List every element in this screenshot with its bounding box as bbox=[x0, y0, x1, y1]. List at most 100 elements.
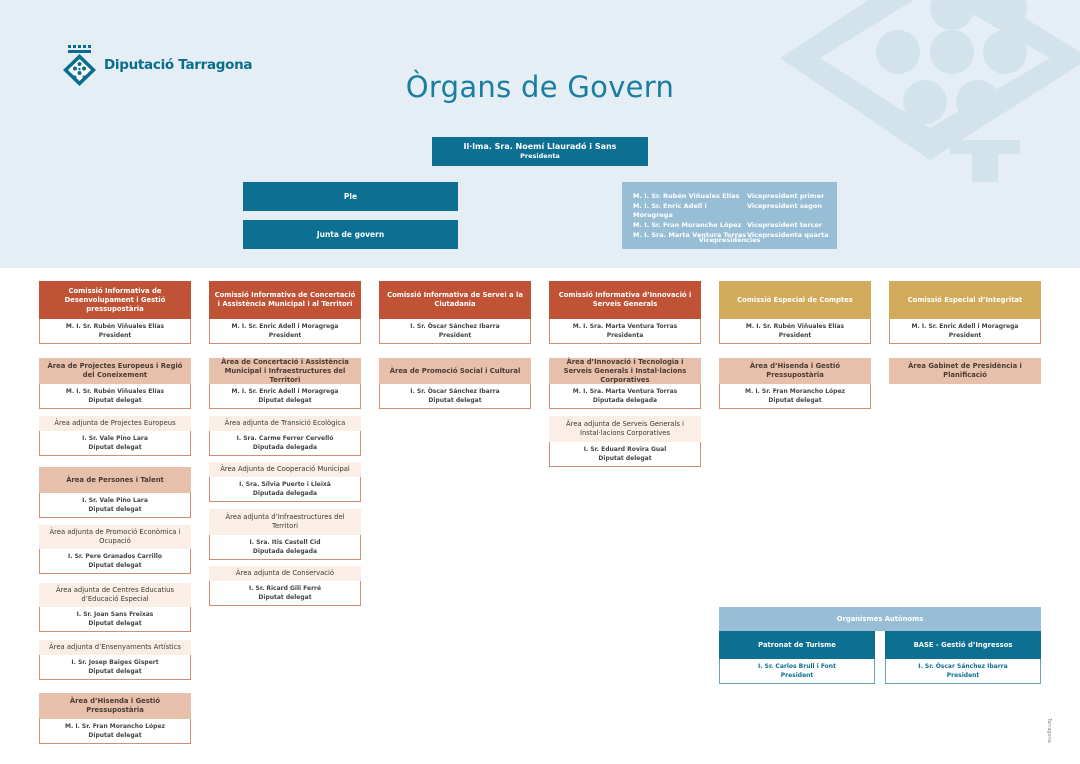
person-role: Diputat delegat bbox=[88, 667, 142, 675]
diputacio-logo-icon bbox=[63, 45, 96, 86]
area-card[interactable]: Àrea adjunta de Promoció Econòmica i Ocu… bbox=[39, 525, 191, 574]
area-title: Àrea de Concertació i Assistència Munici… bbox=[209, 358, 361, 384]
area-title: Àrea d’Hisenda i Gestió Pressupostària bbox=[719, 358, 871, 384]
person-name: M. I. Sr. Enric Adell i Moragrega bbox=[231, 388, 339, 395]
footer-note: Tarragona bbox=[1046, 718, 1052, 743]
person-name: M. I. Sr. Enric Adell i Moragrega bbox=[231, 323, 339, 330]
area-title: Àrea Adjunta de Cooperació Municipal bbox=[209, 462, 361, 477]
area-card[interactable]: Àrea d’Hisenda i Gestió Pressupostària M… bbox=[719, 358, 871, 409]
commission-header[interactable]: Comissió Informativa de Concertació i As… bbox=[209, 281, 361, 319]
area-title: Àrea adjunta d’Infraestructures del Terr… bbox=[209, 509, 361, 535]
commission-header[interactable]: Comissió Especial de Comptes bbox=[719, 281, 871, 319]
vicepresidencies-box[interactable]: M. I. Sr. Rubén Viñuales Elías Vicepresid… bbox=[622, 182, 837, 249]
person-name: M. I. Sr. Rubén Viñuales Elías bbox=[745, 323, 845, 330]
commission-header[interactable]: Comissió Especial d’Integritat bbox=[889, 281, 1041, 319]
area-card[interactable]: Àrea Gabinet de Presidència i Planificac… bbox=[889, 358, 1041, 384]
person-name: I. Sra. Carme Ferrer Cervelló bbox=[236, 435, 334, 442]
person-name: M. I. Sr. Fran Morancho López bbox=[744, 388, 846, 395]
presidency-box[interactable]: Il·lma. Sra. Noemí Llauradó i Sans Presi… bbox=[432, 137, 648, 166]
area-card[interactable]: Àrea de Concertació i Assistència Munici… bbox=[209, 358, 361, 409]
person-role: Diputat delegat bbox=[88, 619, 142, 627]
area-card[interactable]: Àrea d’Hisenda i Gestió Pressupostària M… bbox=[39, 693, 191, 744]
area-card[interactable]: Àrea adjunta de Centres Educatius d’Educ… bbox=[39, 583, 191, 632]
area-card[interactable]: Àrea de Persones i Talent I. Sr. Vale Pi… bbox=[39, 467, 191, 518]
area-title: Àrea d’Innovació i Tecnologia i Serveis … bbox=[549, 358, 701, 384]
area-title: Àrea adjunta de Promoció Econòmica i Ocu… bbox=[39, 525, 191, 549]
person-name: I. Sra. Itis Castell Cid bbox=[249, 539, 321, 546]
brand-logo[interactable]: Diputació Tarragona bbox=[62, 44, 253, 86]
area-card[interactable]: Àrea Adjunta de Cooperació Municipal I. … bbox=[209, 462, 361, 502]
ple-box[interactable]: Ple bbox=[243, 182, 458, 211]
area-card[interactable]: Àrea de Promoció Social i Cultural I. Sr… bbox=[379, 358, 531, 409]
person-name: M. I. Sr. Rubén Viñuales Elías bbox=[65, 388, 165, 395]
person-role: Diputat delegat bbox=[258, 396, 312, 404]
area-card[interactable]: Àrea adjunta de Projectes Europeus I. Sr… bbox=[39, 416, 191, 456]
commission-column-4: Comissió Informativa d’Innovació i Serve… bbox=[549, 281, 701, 344]
person-role: Diputat delegat bbox=[88, 561, 142, 569]
organisme-name: BASE - Gestió d’Ingressos bbox=[885, 631, 1041, 659]
commission-header[interactable]: Comissió Informativa de Desenvolupament … bbox=[39, 281, 191, 319]
vice-name: M. I. Sr. Enric Adell i Moragrega bbox=[633, 201, 707, 220]
organisme-card[interactable]: Patronat de Turisme I. Sr. Carlos Brull … bbox=[719, 631, 875, 684]
person-role: President bbox=[778, 331, 812, 339]
area-title: Àrea adjunta de Centres Educatius d’Educ… bbox=[39, 583, 191, 607]
commission-column-6: Comissió Especial d’Integritat M. I. Sr.… bbox=[889, 281, 1041, 344]
person-role: Diputat delegat bbox=[88, 505, 142, 513]
commission-column-5: Comissió Especial de Comptes M. I. Sr. R… bbox=[719, 281, 871, 344]
area-card[interactable]: Àrea d’Innovació i Tecnologia i Serveis … bbox=[549, 358, 701, 409]
area-title: Àrea de Promoció Social i Cultural bbox=[379, 358, 531, 384]
area-card[interactable]: Àrea adjunta de Serveis Generals i Insta… bbox=[549, 416, 701, 467]
person-name: M. I. Sra. Marta Ventura Torras bbox=[572, 323, 678, 330]
vice-row: M. I. Sr. Rubén Viñuales Elías Vicepresid… bbox=[633, 192, 837, 202]
person-role: Diputat delegat bbox=[88, 396, 142, 404]
area-title: Àrea adjunta de Projectes Europeus bbox=[39, 416, 191, 431]
president-name: Il·lma. Sra. Noemí Llauradó i Sans bbox=[463, 142, 617, 151]
person-name: I. Sr. Òscar Sánchez Ibarra bbox=[410, 388, 500, 395]
person-name: I. Sr. Josep Baiges Gispert bbox=[71, 659, 159, 666]
person-role: President bbox=[946, 671, 980, 679]
person-name: I. Sr. Joan Sans Freixas bbox=[76, 611, 154, 618]
person-role: Diputada delegada bbox=[252, 547, 318, 555]
organisme-card[interactable]: BASE - Gestió d’Ingressos I. Sr. Òscar S… bbox=[885, 631, 1041, 684]
commission-header[interactable]: Comissió Informativa de Servei a la Ciut… bbox=[379, 281, 531, 319]
junta-box[interactable]: Junta de govern bbox=[243, 220, 458, 249]
president-role: Presidenta bbox=[520, 152, 560, 160]
vice-role: Vicepresident primer bbox=[747, 192, 825, 200]
person-name: M. I. Sra. Marta Ventura Torras bbox=[572, 388, 678, 395]
vice-name: M. I. Sra. Marta Ventura Torras bbox=[633, 230, 747, 239]
organisme-name: Patronat de Turisme bbox=[719, 631, 875, 659]
area-title: Àrea d’Hisenda i Gestió Pressupostària bbox=[39, 693, 191, 719]
vice-name: M. I. Sr. Rubén Viñuales Elías bbox=[633, 192, 740, 200]
organismes-title: Organismes Autònoms bbox=[719, 607, 1041, 631]
person-role: President bbox=[268, 331, 302, 339]
area-title: Àrea adjunta de Transició Ecològica bbox=[209, 416, 361, 431]
commission-header[interactable]: Comissió Informativa d’Innovació i Serve… bbox=[549, 281, 701, 319]
area-card[interactable]: Àrea adjunta de Conservació I. Sr. Ricar… bbox=[209, 566, 361, 606]
person-name: I. Sr. Òscar Sánchez Ibarra bbox=[918, 663, 1008, 670]
person-name: I. Sra. Sílvia Puerto i Lleixà bbox=[239, 481, 331, 488]
area-card[interactable]: Àrea adjunta de Transició Ecològica I. S… bbox=[209, 416, 361, 456]
person-role: Diputat delegat bbox=[88, 731, 142, 739]
area-card[interactable]: Àrea de Projectes Europeus i Regió del C… bbox=[39, 358, 191, 409]
area-card[interactable]: Àrea adjunta d’Ensenyaments Artístics I.… bbox=[39, 640, 191, 680]
person-name: M. I. Sr. Fran Morancho López bbox=[64, 723, 166, 730]
person-role: Diputat delegat bbox=[428, 396, 482, 404]
person-name: M. I. Sr. Enric Adell i Moragrega bbox=[911, 323, 1019, 330]
area-card[interactable]: Àrea adjunta d’Infraestructures del Terr… bbox=[209, 509, 361, 560]
